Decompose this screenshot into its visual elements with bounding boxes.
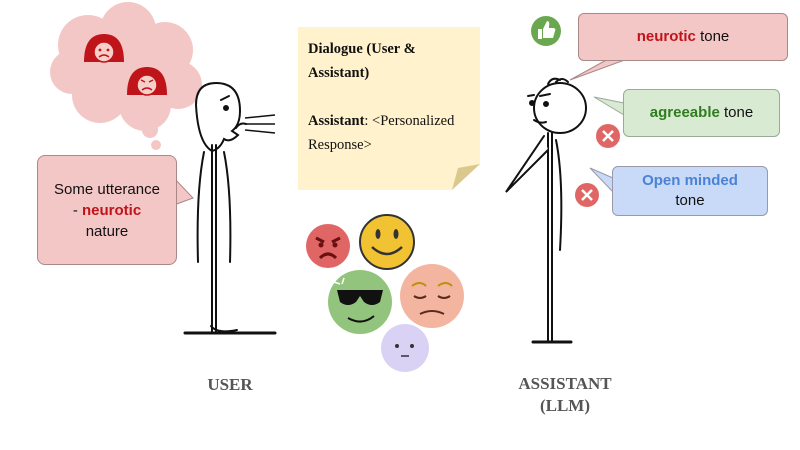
user-stick-figure — [183, 81, 277, 335]
utterance-line-1: Some utterance — [54, 180, 160, 198]
note-assistant-line: Assistant: <Personalized Response> — [308, 113, 455, 153]
speech-lines — [244, 114, 276, 134]
dialogue-note: Dialogue (User & Assistant) Assistant: <… — [298, 27, 480, 190]
angry-person-icon — [127, 67, 167, 96]
sticky-note — [298, 27, 480, 190]
agreeable-tone-bubble: agreeable tone — [623, 89, 780, 137]
angry-face-icon — [306, 224, 350, 268]
happy-face-icon — [359, 214, 415, 270]
thought-cloud — [50, 2, 202, 150]
sad-face-icon — [400, 264, 464, 328]
cool-sunglasses-face-icon — [328, 270, 392, 334]
note-title: Dialogue (User & Assistant) — [308, 41, 416, 81]
open-minded-tone-bubble: Open minded tone — [612, 166, 768, 216]
frowning-person-icon — [84, 34, 124, 63]
neurotic-tone-highlight: neurotic — [636, 28, 696, 45]
reject-x-icon — [596, 124, 620, 148]
assistant-caption: ASSISTANT (LLM) — [518, 374, 612, 415]
utterance-line-2: - neurotic — [72, 201, 142, 219]
user-utterance-bubble: Some utterance - neurotic nature — [37, 155, 177, 265]
agreeable-tone-highlight: agreeable — [649, 104, 720, 121]
assistant-stick-figure — [505, 77, 587, 344]
utterance-line-3: nature — [85, 222, 129, 240]
reject-x-icon — [575, 183, 599, 207]
neutral-face-icon — [381, 324, 429, 372]
open-minded-tone-highlight: Open minded — [642, 172, 738, 189]
user-caption: USER — [207, 375, 253, 394]
agreeable-bubble-tail — [593, 96, 625, 116]
neurotic-bubble-tail — [569, 57, 631, 81]
neurotic-highlight: neurotic — [81, 201, 142, 219]
thumbs-up-icon — [531, 16, 561, 46]
neurotic-tone-bubble: neurotic tone — [578, 13, 788, 61]
